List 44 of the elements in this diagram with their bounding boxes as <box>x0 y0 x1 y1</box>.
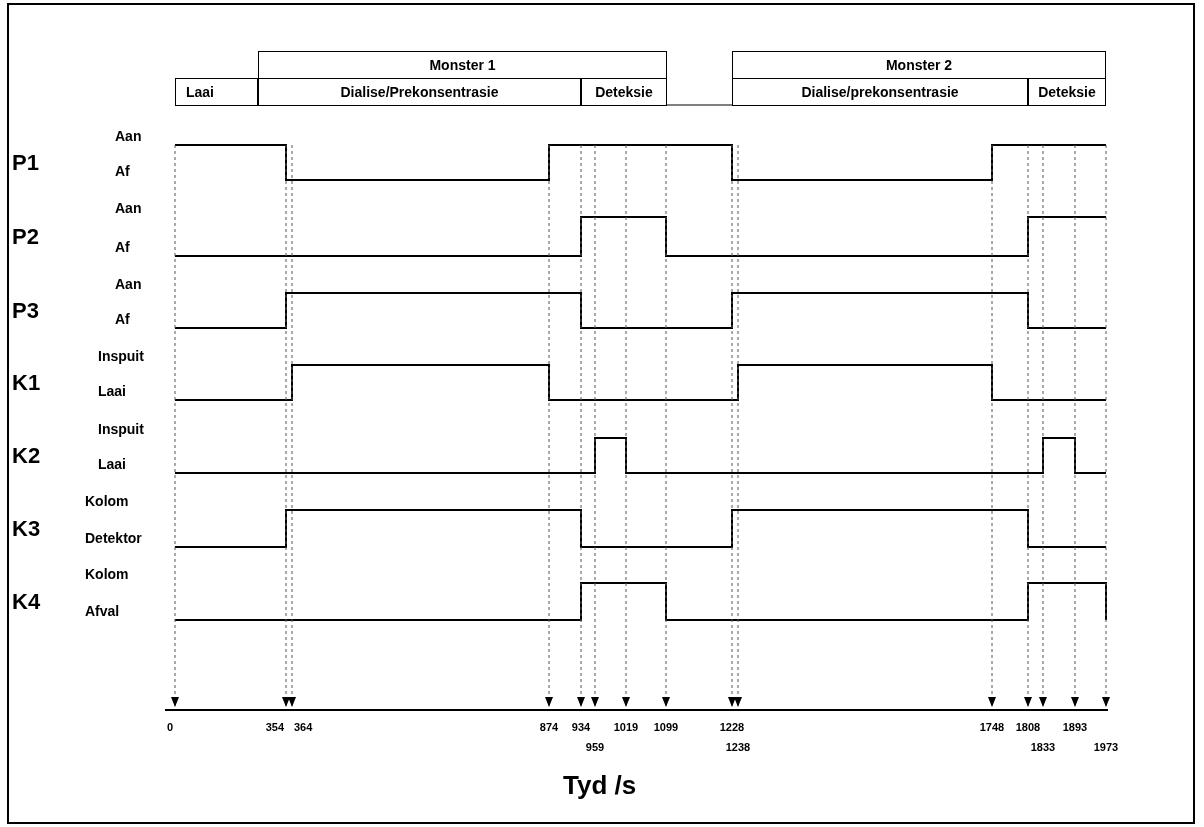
tick-label: 1019 <box>612 722 640 733</box>
level-label: Afval <box>85 604 120 618</box>
axis-title: Tyd /s <box>563 772 637 798</box>
signal-name: P2 <box>12 225 39 248</box>
level-label: Aan <box>115 277 142 291</box>
tick-label: 1099 <box>652 722 680 733</box>
signal-name: K2 <box>12 444 41 467</box>
tick-label: 1238 <box>724 742 752 753</box>
signal-name: P3 <box>12 299 39 322</box>
level-label: Inspuit <box>98 349 144 363</box>
tick-label: 874 <box>538 722 560 733</box>
tick-label: 1973 <box>1092 742 1120 753</box>
signal-name: K1 <box>12 371 41 394</box>
level-label: Aan <box>115 129 142 143</box>
sample-header: Monster 2 <box>732 51 1106 79</box>
tick-label: 1833 <box>1029 742 1057 753</box>
tick-label: 1748 <box>978 722 1006 733</box>
level-label: Laai <box>98 457 126 471</box>
level-label: Af <box>115 164 130 178</box>
level-label: Kolom <box>85 567 129 581</box>
level-label: Detektor <box>85 531 142 545</box>
level-label: Laai <box>98 384 126 398</box>
tick-label: 0 <box>165 722 175 733</box>
phase-header: Deteksie <box>1028 78 1106 106</box>
tick-label: 934 <box>570 722 592 733</box>
level-label: Kolom <box>85 494 129 508</box>
signal-name: K4 <box>12 590 41 613</box>
tick-label: 1808 <box>1014 722 1042 733</box>
tick-label: 959 <box>584 742 606 753</box>
tick-label: 354 <box>264 722 284 733</box>
level-label: Af <box>115 240 130 254</box>
tick-label: 1228 <box>718 722 746 733</box>
phase-header: Dialise/prekonsentrasie <box>732 78 1028 106</box>
phase-header: Dialise/Prekonsentrasie <box>258 78 581 106</box>
tick-label: 364 <box>294 722 314 733</box>
level-label: Inspuit <box>98 422 144 436</box>
sample-header: Monster 1 <box>258 51 667 79</box>
level-label: Af <box>115 312 130 326</box>
phase-header: Laai <box>175 78 258 106</box>
phase-header: Deteksie <box>581 78 667 106</box>
tick-label: 1893 <box>1061 722 1089 733</box>
level-label: Aan <box>115 201 142 215</box>
signal-name: P1 <box>12 151 39 174</box>
signal-name: K3 <box>12 517 41 540</box>
